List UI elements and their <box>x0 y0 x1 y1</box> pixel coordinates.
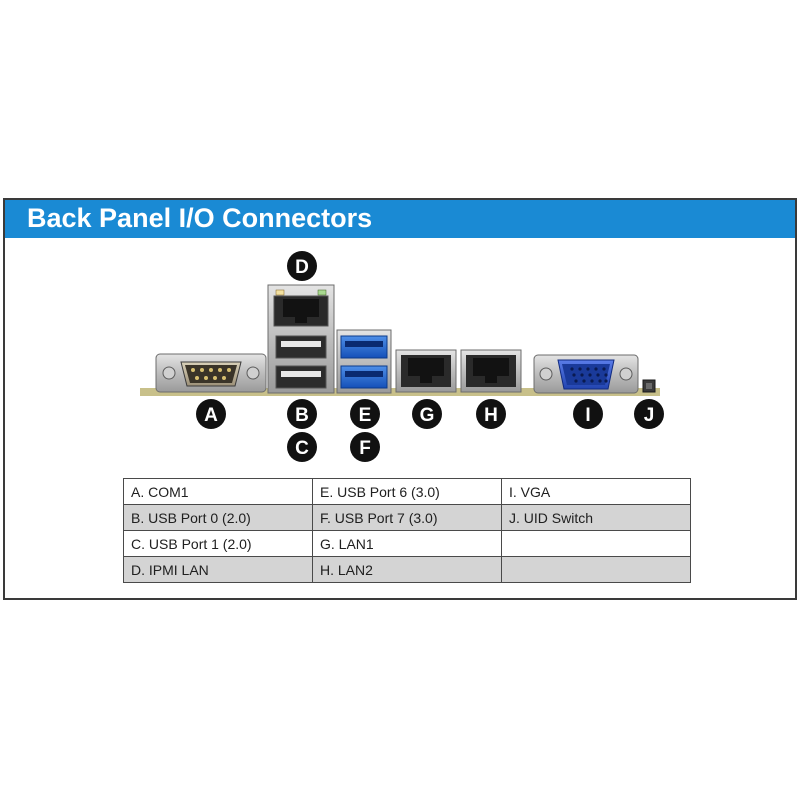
title-bar: Back Panel I/O Connectors <box>5 200 795 238</box>
legend-cell: F. USB Port 7 (3.0) <box>312 504 502 531</box>
badge-e: E <box>350 399 380 429</box>
legend-cell: I. VGA <box>501 478 691 505</box>
badge-label: I <box>585 405 590 426</box>
ethernet-port-icon <box>273 289 329 327</box>
usb3-port-icon <box>340 365 388 389</box>
com-port-icon <box>155 353 267 393</box>
badge-b: B <box>287 399 317 429</box>
badge-label: H <box>484 405 498 426</box>
badge-i: I <box>573 399 603 429</box>
usb-port-icon <box>275 365 327 389</box>
vga-port-icon <box>533 354 639 394</box>
badge-label: B <box>295 405 309 426</box>
legend-cell <box>501 556 691 583</box>
usb3-stack <box>336 329 392 394</box>
legend-cell: E. USB Port 6 (3.0) <box>312 478 502 505</box>
usb3-port-icon <box>340 335 388 359</box>
ethernet-port-icon <box>395 349 457 393</box>
legend-cell: C. USB Port 1 (2.0) <box>123 530 313 557</box>
legend-cell: B. USB Port 0 (2.0) <box>123 504 313 531</box>
legend-cell: G. LAN1 <box>312 530 502 557</box>
ethernet-port-icon <box>460 349 522 393</box>
badge-label: J <box>644 405 655 426</box>
legend-cell: J. UID Switch <box>501 504 691 531</box>
badge-label: E <box>359 405 372 426</box>
badge-label: C <box>295 438 309 459</box>
table-row: A. COM1 E. USB Port 6 (3.0) I. VGA <box>123 478 691 505</box>
table-row: B. USB Port 0 (2.0) F. USB Port 7 (3.0) … <box>123 504 691 531</box>
badge-f: F <box>350 432 380 462</box>
legend-cell: H. LAN2 <box>312 556 502 583</box>
badge-c: C <box>287 432 317 462</box>
legend-cell <box>501 530 691 557</box>
badge-label: F <box>359 438 371 459</box>
badge-d: D <box>287 251 317 281</box>
badge-h: H <box>476 399 506 429</box>
badge-label: D <box>295 257 309 278</box>
table-row: C. USB Port 1 (2.0) G. LAN1 <box>123 530 691 557</box>
usb-port-icon <box>275 335 327 359</box>
connector-legend-table: A. COM1 E. USB Port 6 (3.0) I. VGA B. US… <box>123 478 691 583</box>
legend-cell: A. COM1 <box>123 478 313 505</box>
badge-g: G <box>412 399 442 429</box>
panel-title: Back Panel I/O Connectors <box>27 203 373 233</box>
badge-label: A <box>204 405 218 426</box>
legend-cell: D. IPMI LAN <box>123 556 313 583</box>
badge-a: A <box>196 399 226 429</box>
badge-label: G <box>420 405 435 426</box>
badge-j: J <box>634 399 664 429</box>
ipmi-usb-stack <box>267 284 335 394</box>
uid-switch-icon <box>642 379 656 393</box>
table-row: D. IPMI LAN H. LAN2 <box>123 556 691 583</box>
